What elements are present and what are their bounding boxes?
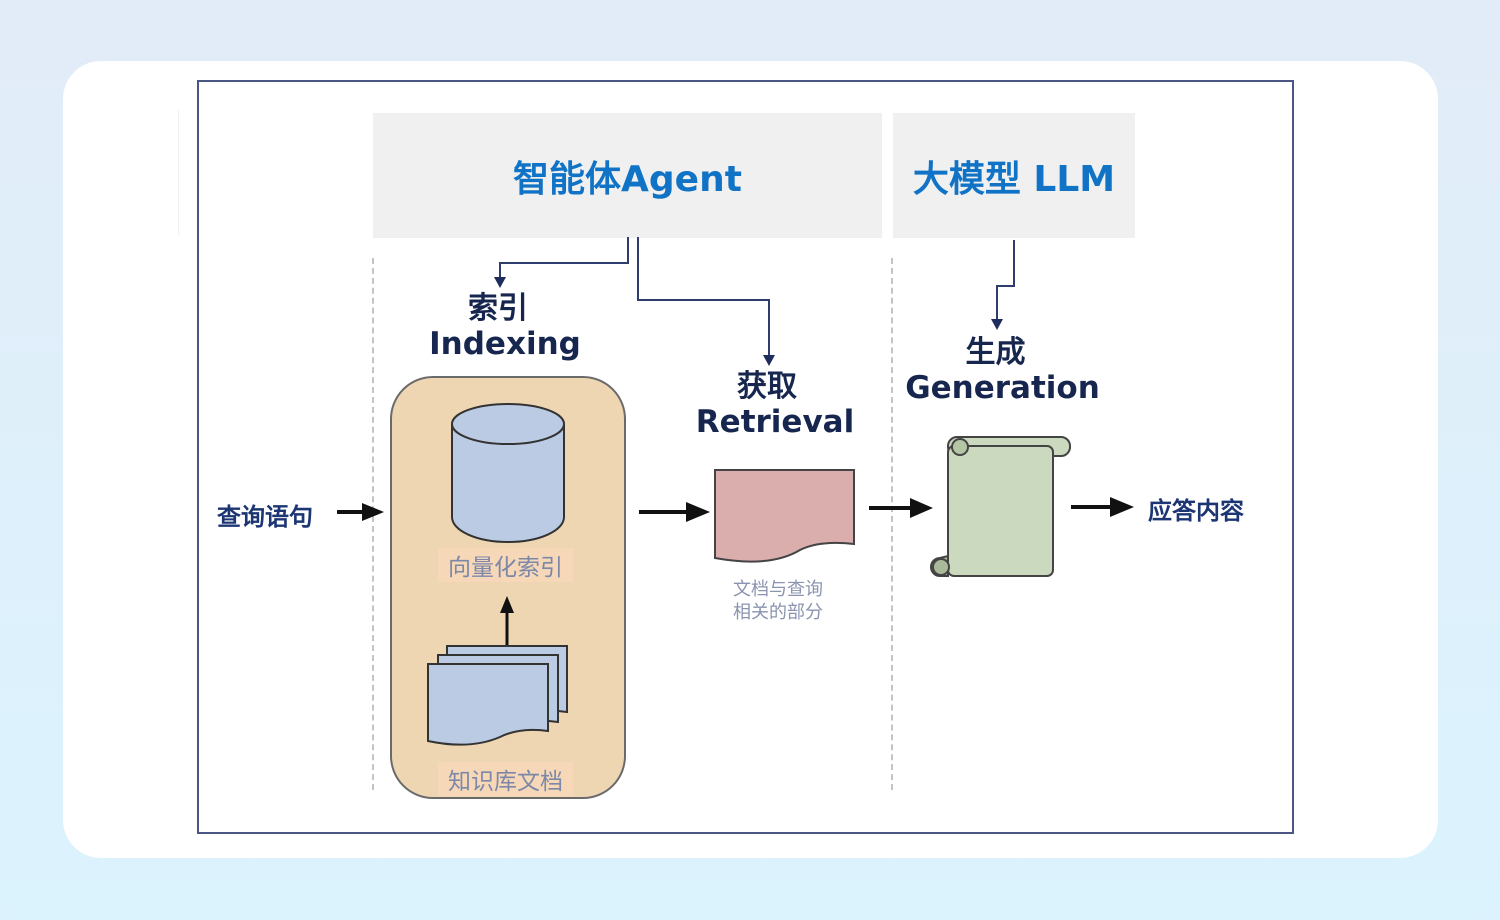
knowledge-docs-label: 知识库文档: [438, 762, 573, 796]
indexing-to-retrieval-arrow: [639, 502, 710, 522]
retrieval-stage-label: 获取 Retrieval: [680, 369, 870, 440]
agent-to-indexing-connector: [494, 237, 629, 288]
indexing-stage-label: 索引 Indexing: [410, 291, 600, 362]
agent-to-retrieval-connector: [637, 237, 775, 366]
faint-divider: [178, 110, 179, 235]
retrieval-caption: 文档与查询 相关的部分: [718, 578, 838, 625]
retrieval-to-generation-arrow: [869, 498, 933, 518]
vector-index-label: 向量化索引: [438, 548, 573, 582]
indexing-cn: 索引: [468, 291, 528, 326]
input-arrow: [337, 503, 384, 521]
generation-en: Generation: [905, 369, 1100, 406]
indexing-en: Indexing: [429, 325, 581, 362]
arrow-head-icon: [991, 319, 1003, 330]
llm-to-generation-connector: [991, 240, 1015, 330]
llm-header: 大模型 LLM: [893, 113, 1135, 238]
retrieval-en: Retrieval: [695, 403, 855, 440]
retrieval-caption-line2: 相关的部分: [733, 602, 823, 624]
docs-to-index-arrow: [500, 596, 514, 646]
arrow-head-icon: [494, 277, 506, 288]
generation-cn: 生成: [965, 335, 1026, 370]
generation-scroll-icon: [930, 436, 1071, 577]
response-output-label: 应答内容: [1148, 497, 1244, 525]
agent-header-label: 智能体Agent: [513, 158, 742, 200]
dashed-divider-left: [372, 258, 374, 790]
knowledge-documents-icon: [427, 645, 568, 746]
vector-database-icon: [451, 403, 565, 543]
query-input-label: 查询语句: [217, 503, 313, 531]
arrow-head-icon: [763, 355, 775, 366]
generation-stage-label: 生成 Generation: [895, 335, 1110, 406]
retrieval-cn: 获取: [737, 369, 797, 404]
dashed-divider-right: [891, 258, 893, 790]
agent-header: 智能体Agent: [373, 113, 882, 238]
llm-header-label: 大模型 LLM: [912, 158, 1116, 200]
output-arrow: [1071, 497, 1134, 517]
retrieved-document-icon: [714, 469, 855, 563]
retrieval-caption-line1: 文档与查询: [733, 579, 823, 600]
